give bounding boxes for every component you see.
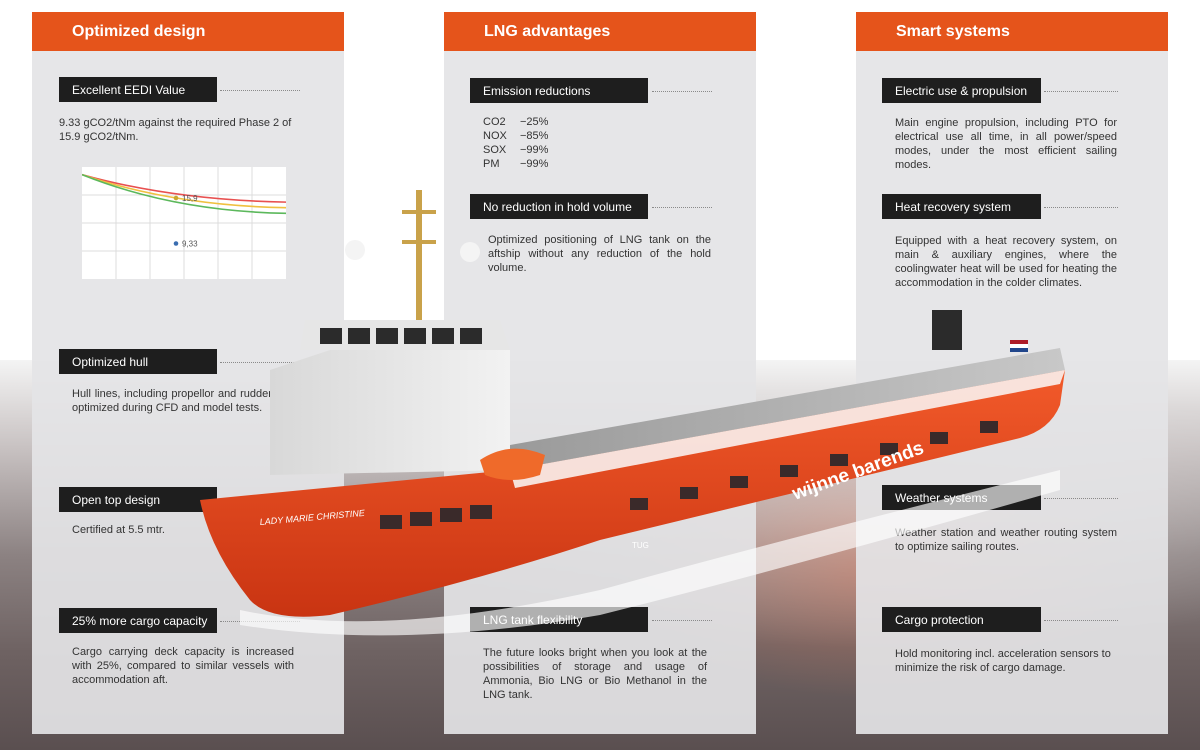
dotted-rule xyxy=(652,207,712,208)
chart-data-label: 9,33 xyxy=(182,240,198,249)
section-text: Main engine propulsion, including PTO fo… xyxy=(895,117,1117,171)
mast xyxy=(416,190,422,320)
section-text: Cargo carrying deck capacity is increase… xyxy=(72,646,294,686)
chart-point xyxy=(173,195,179,201)
chart-point xyxy=(173,241,179,246)
section-label: Open top design xyxy=(59,487,217,512)
radar-dome xyxy=(460,242,480,262)
lifeboat xyxy=(480,448,545,480)
deckhouse xyxy=(270,350,510,475)
section-label: No reduction in hold volume xyxy=(470,194,648,219)
eedi-mini-chart: 15,9 9,33 xyxy=(82,167,286,279)
hull-railing xyxy=(510,370,1065,488)
ship-hull xyxy=(200,370,1065,617)
mast-yard xyxy=(402,210,436,214)
emission-name: NOX xyxy=(483,130,507,142)
mast-yard xyxy=(402,240,436,244)
column-title: Optimized design xyxy=(32,12,344,51)
emission-value: −25% xyxy=(520,116,549,128)
ship-illustration: LADY MARIE CHRISTINE wijnne barends TUG xyxy=(200,190,1065,636)
dotted-rule xyxy=(1044,498,1118,499)
column-title: LNG advantages xyxy=(444,12,756,51)
emission-value: −99% xyxy=(520,158,549,170)
section-label: Emission reductions xyxy=(470,78,648,103)
flag-blue xyxy=(1010,348,1028,352)
dotted-rule xyxy=(1044,620,1118,621)
flag-white xyxy=(1010,344,1028,348)
eedi-chart-svg: 15,9 9,33 xyxy=(82,167,286,279)
section-text: Weather station and weather routing syst… xyxy=(895,527,1117,553)
hull-windows xyxy=(380,421,998,529)
dotted-rule xyxy=(1044,91,1118,92)
emission-value: −99% xyxy=(520,144,549,156)
dotted-rule xyxy=(220,362,300,363)
dotted-rule xyxy=(220,90,300,91)
section-label: Heat recovery system xyxy=(882,194,1041,219)
emission-table: CO2 −25% NOX −85% SOX −99% PM −99% xyxy=(483,115,570,171)
exhaust-funnel xyxy=(932,310,962,350)
dotted-rule xyxy=(652,620,712,621)
section-label: Cargo protection xyxy=(882,607,1041,632)
emission-value: −85% xyxy=(520,130,549,142)
emission-name: PM xyxy=(483,158,500,170)
section-text: Equipped with a heat recovery system, on… xyxy=(895,235,1117,289)
emission-name: CO2 xyxy=(483,116,506,128)
section-text: Optimized positioning of LNG tank on the… xyxy=(488,234,711,274)
emission-name: SOX xyxy=(483,144,507,156)
chart-series-line xyxy=(82,173,286,209)
section-text: The future looks bright when you look at… xyxy=(483,647,707,701)
column-title: Smart systems xyxy=(856,12,1168,51)
hull-marking: TUG xyxy=(632,541,649,550)
section-text: Certified at 5.5 mtr. xyxy=(72,524,165,536)
section-label: Optimized hull xyxy=(59,349,217,374)
section-label: Electric use & propulsion xyxy=(882,78,1041,103)
chart-series-line xyxy=(82,173,286,203)
dotted-rule xyxy=(1044,207,1118,208)
flag-red xyxy=(1010,340,1028,344)
section-label: Excellent EEDI Value xyxy=(59,77,217,102)
dotted-rule xyxy=(652,91,712,92)
section-label: 25% more cargo capacity xyxy=(59,608,217,633)
section-text: Hold monitoring incl. acceleration senso… xyxy=(895,648,1111,674)
chart-data-label: 15,9 xyxy=(182,194,198,203)
chart-series-line xyxy=(82,173,286,215)
cargo-deck xyxy=(510,348,1065,470)
bridge-windows xyxy=(320,328,482,344)
radar-dome xyxy=(345,240,365,260)
section-text: 9.33 gCO2/tNm against the required Phase… xyxy=(59,117,292,143)
section-text: Hull lines, including propellor and rudd… xyxy=(72,388,294,414)
